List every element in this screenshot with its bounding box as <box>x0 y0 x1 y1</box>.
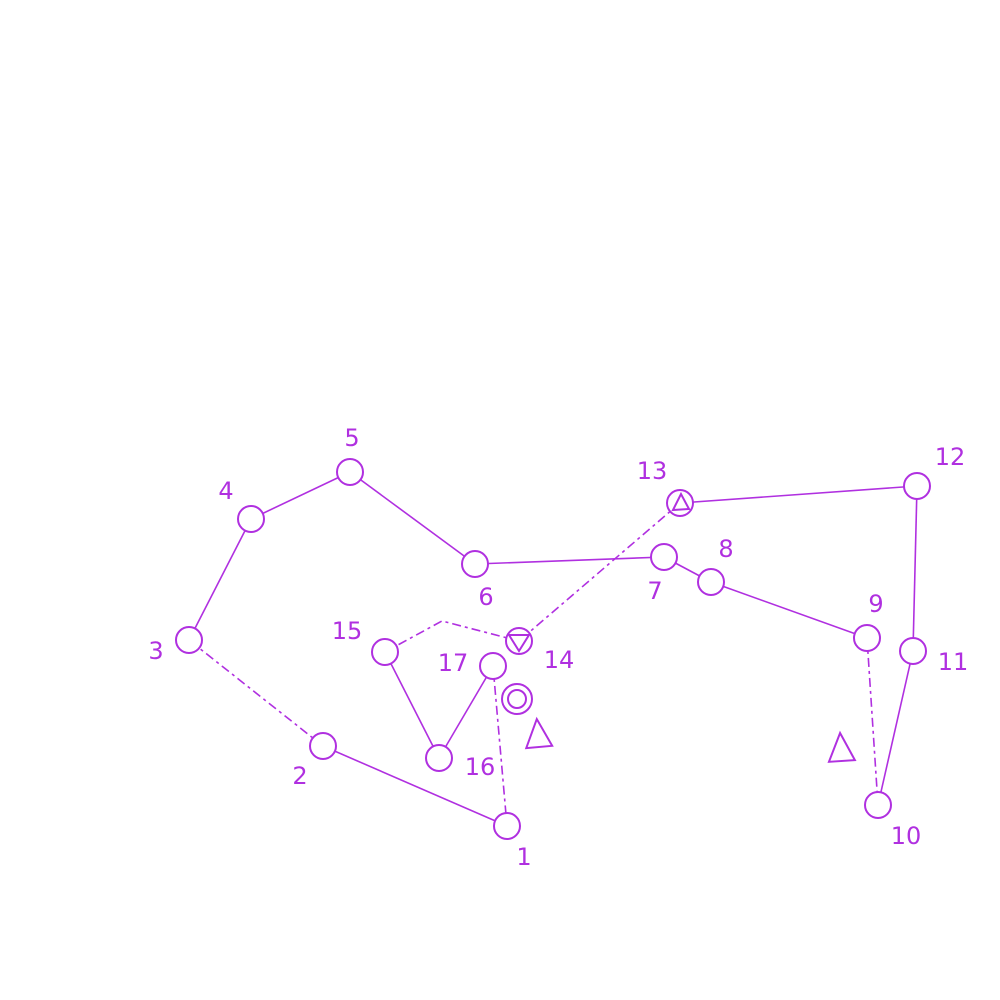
edges-layer <box>188 471 918 827</box>
nodes-layer <box>175 458 931 840</box>
node-label-9: 9 <box>868 590 883 618</box>
edge-11-12 <box>912 485 918 652</box>
node-6 <box>461 550 489 578</box>
node-7 <box>650 543 678 571</box>
node-16 <box>425 744 453 772</box>
edge-8-9 <box>710 581 868 639</box>
node-label-2: 2 <box>292 762 307 790</box>
node-17 <box>479 652 507 680</box>
node-label-3: 3 <box>148 637 163 665</box>
node-label-10: 10 <box>891 822 922 850</box>
edge-6-7 <box>474 556 665 565</box>
edge-12-13 <box>679 485 918 504</box>
node-12 <box>903 472 931 500</box>
node-label-13: 13 <box>637 457 668 485</box>
node-1 <box>493 812 521 840</box>
arrow-17-1-icon <box>524 716 554 750</box>
node-14-marker-icon <box>507 634 531 653</box>
edge-14-15 <box>384 620 520 653</box>
edge-2-3 <box>188 639 324 747</box>
edge-10-11 <box>877 650 914 806</box>
node-8 <box>697 568 725 596</box>
node-11 <box>899 637 927 665</box>
edge-16-17 <box>438 665 494 759</box>
start-marker-inner-icon <box>507 689 527 709</box>
node-label-17: 17 <box>438 649 469 677</box>
end-marker-icon <box>671 491 691 512</box>
node-label-4: 4 <box>218 477 233 505</box>
node-label-15: 15 <box>332 617 363 645</box>
node-4 <box>237 505 265 533</box>
edge-3-4 <box>188 518 252 641</box>
node-2 <box>309 732 337 760</box>
markers-layer <box>501 491 691 715</box>
node-label-5: 5 <box>344 424 359 452</box>
node-3 <box>175 626 203 654</box>
node-label-16: 16 <box>465 753 496 781</box>
edge-15-16 <box>384 651 440 759</box>
node-5 <box>336 458 364 486</box>
node-label-1: 1 <box>516 843 531 871</box>
edge-9-10 <box>866 637 879 806</box>
node-9 <box>853 624 881 652</box>
node-label-12: 12 <box>935 443 966 471</box>
edge-17-1 <box>492 665 508 827</box>
node-label-14: 14 <box>544 646 575 674</box>
node-10 <box>864 791 892 819</box>
edge-4-5 <box>250 471 351 520</box>
node-label-6: 6 <box>478 583 493 611</box>
edge-13-14 <box>518 502 681 642</box>
edge-5-6 <box>349 471 476 565</box>
node-label-8: 8 <box>718 535 733 563</box>
node-label-7: 7 <box>647 577 662 605</box>
node-15 <box>371 638 399 666</box>
arrow-9-10-icon <box>827 730 857 763</box>
edge-1-2 <box>322 745 508 827</box>
node-label-11: 11 <box>938 648 969 676</box>
